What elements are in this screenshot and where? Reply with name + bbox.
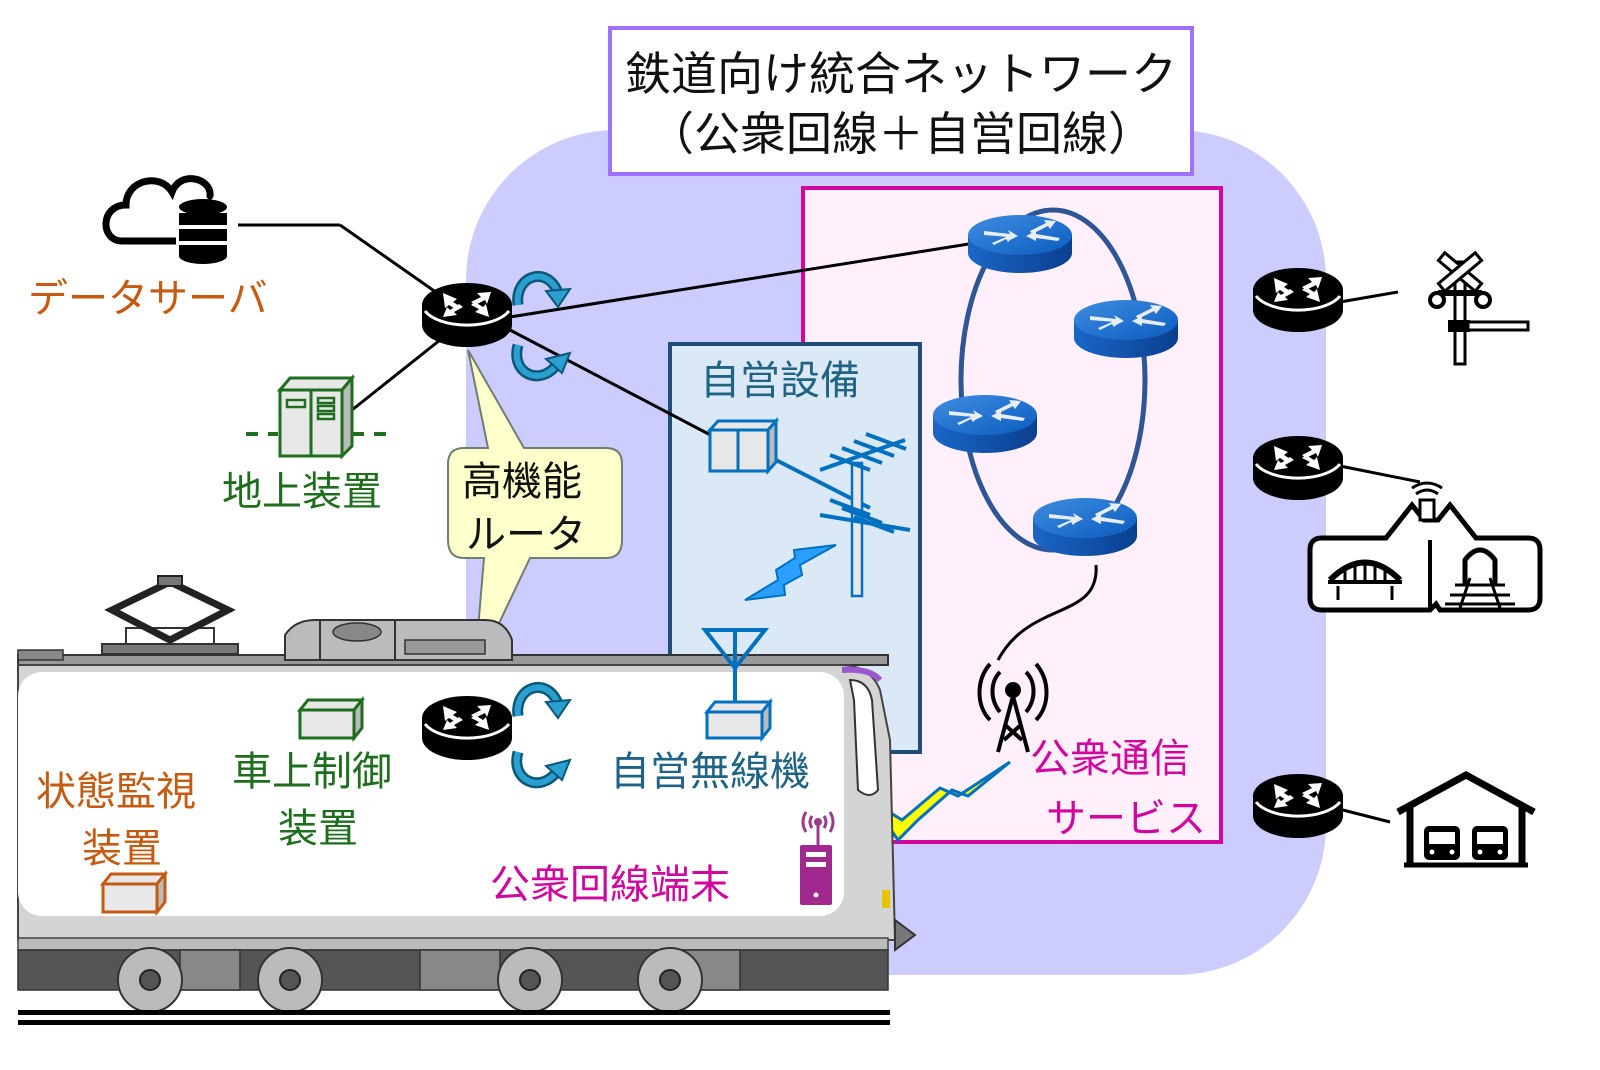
yagi-antenna-icon (775, 432, 911, 598)
status-monitor-label-line1: 状態監視 (36, 769, 196, 815)
public-service-label-line2: サービス (1046, 796, 1206, 842)
private-base-station-icon (706, 417, 780, 475)
status-monitor-device-icon (99, 869, 169, 917)
private-facility-label: 自営設備 (700, 358, 860, 404)
title-box (608, 26, 1194, 176)
data-server-label: データサーバ (28, 276, 268, 322)
title-line1: 鉄道向け統合ネットワーク (625, 47, 1177, 101)
core-router-icon (968, 215, 1072, 273)
endpoint-router-icon (1251, 772, 1345, 840)
ground-equipment-icon (246, 373, 392, 460)
public-terminal-label: 公衆回線端末 (490, 862, 730, 908)
radio-wave-bolt-icon (744, 544, 837, 601)
train-depot-icon (1396, 771, 1536, 868)
pantograph-icon (101, 575, 239, 655)
public-service-label-line1: 公衆通信 (1030, 736, 1190, 782)
ground-router-icon (420, 281, 514, 349)
private-radio-label: 自営無線機 (610, 749, 810, 795)
onboard-control-device-icon (296, 695, 366, 743)
bridge-tunnel-icon (1307, 481, 1543, 613)
core-router-icon (1074, 300, 1178, 358)
title-line2: （公衆回線＋自営回線） (648, 107, 1154, 161)
onboard-router-icon (420, 694, 514, 762)
router-callout-line2: ルータ (466, 512, 586, 558)
status-monitor-label-line2: 装置 (82, 826, 162, 872)
endpoint-router-icon (1251, 434, 1345, 502)
router-callout-line1: 高機能 (462, 459, 582, 505)
cell-tower-icon (977, 662, 1049, 753)
train-illustration (17, 575, 917, 1025)
onboard-control-label-line2: 装置 (278, 806, 358, 852)
cloud-database-icon (102, 175, 227, 264)
private-radio-icon (700, 628, 774, 743)
railroad-crossing-icon (1428, 250, 1530, 366)
public-terminal-icon (800, 811, 835, 905)
core-router-icon (1033, 498, 1137, 556)
endpoint-router-icon (1251, 266, 1345, 334)
ground-equipment-label: 地上装置 (222, 469, 382, 515)
core-router-icon (933, 395, 1037, 453)
onboard-control-label-line1: 車上制御 (232, 749, 392, 795)
public-wireless-bolt-icon (868, 760, 1011, 843)
